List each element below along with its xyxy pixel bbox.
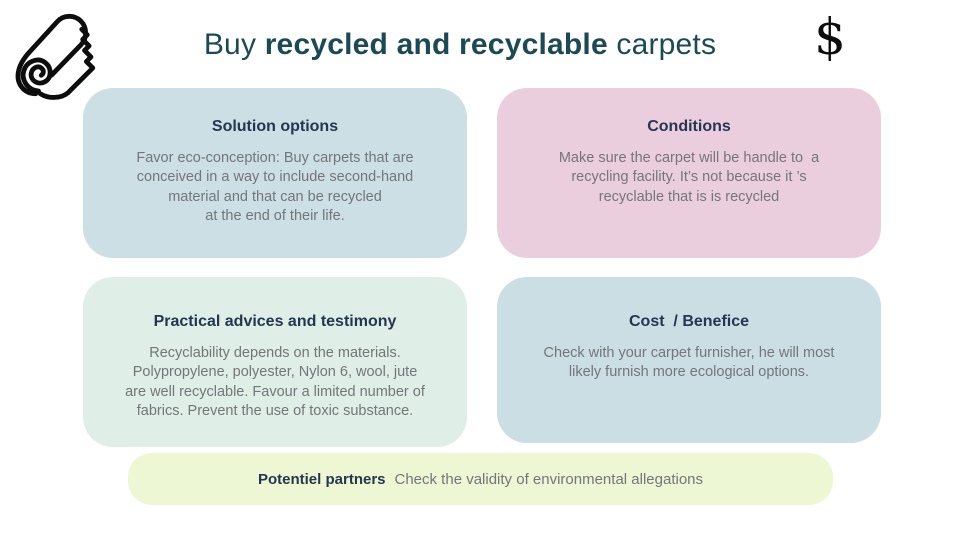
- card-body: Recyclability depends on the materials. …: [125, 345, 425, 420]
- dollar-sign-icon: $: [814, 8, 846, 66]
- title-bold: recycled and recyclable: [264, 28, 608, 61]
- banner-text: Check the validity of environmental alle…: [394, 470, 704, 488]
- title-prefix: Buy: [203, 28, 265, 61]
- card-body: Make sure the carpet will be handle to a…: [558, 150, 820, 205]
- banner-label: Potentiel partners: [257, 470, 386, 488]
- card-conditions: Conditions Make sure the carpet will be …: [497, 88, 881, 258]
- card-cost-benefice: Cost / Benefice Check with your carpet f…: [497, 277, 881, 443]
- partners-banner: Potentiel partners Check the validity of …: [128, 453, 833, 505]
- card-body: Check with your carpet furnisher, he wil…: [543, 345, 835, 381]
- page-title: Buy recycled and recyclable carpets: [0, 28, 920, 62]
- title-suffix: carpets: [607, 28, 717, 61]
- card-title: Conditions: [647, 118, 731, 135]
- card-title: Cost / Benefice: [628, 313, 750, 330]
- card-practical-advices: Practical advices and testimony Recyclab…: [83, 277, 467, 447]
- card-title: Practical advices and testimony: [153, 313, 397, 330]
- card-body: Favor eco-conception: Buy carpets that a…: [136, 150, 414, 225]
- card-title: Solution options: [211, 118, 339, 135]
- carpet-roll-icon: [15, 13, 96, 100]
- card-solution-options: Solution options Favor eco-conception: B…: [83, 88, 467, 258]
